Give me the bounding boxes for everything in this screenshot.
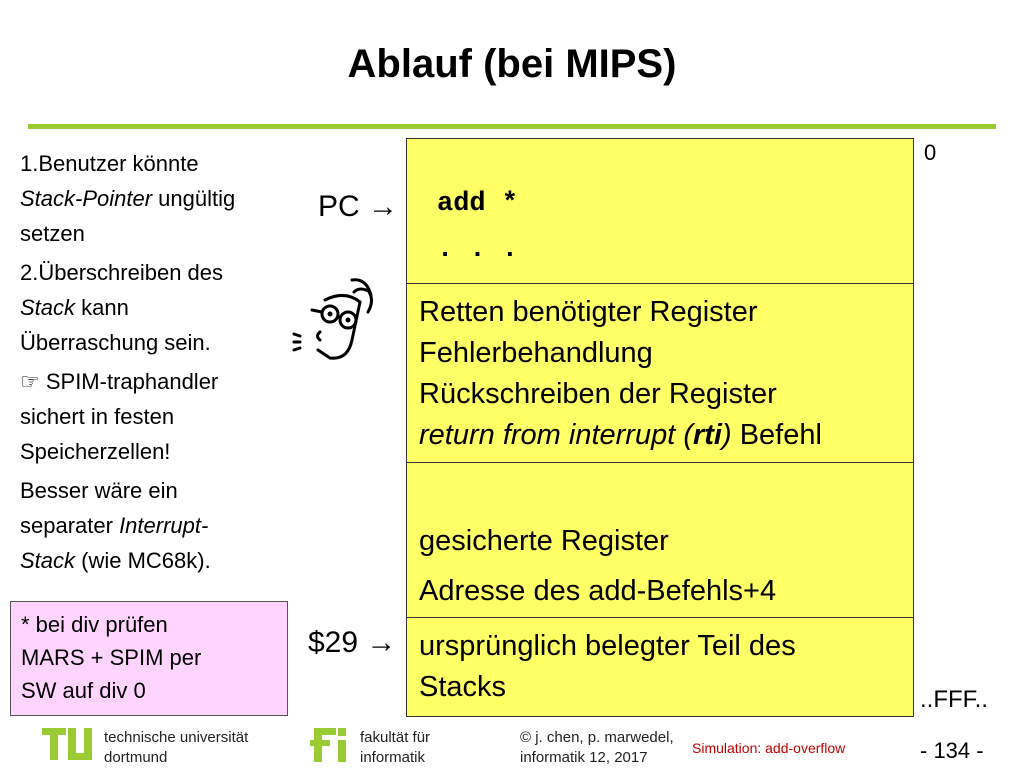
point-1: 1.Benutzer könnte Stack-Pointer ungültig… (20, 151, 236, 246)
copyright: © j. chen, p. marwedel, informatik 12, 2… (520, 729, 674, 766)
point-2: 2.Überschreiben des Stack kann Überrasch… (20, 260, 224, 355)
code-box: add * . . . (406, 138, 914, 284)
handler-box: Retten benötigter Register Fehlerbehandl… (406, 283, 914, 463)
pointing-hand-icon: ☞ (20, 369, 40, 394)
page-number: - 134 - (920, 738, 984, 763)
pc-label: PC → (318, 190, 399, 223)
address-bottom: ..FFF.. (920, 686, 988, 713)
point-4: Besser wäre ein separater Interrupt- Sta… (20, 478, 211, 573)
tu-logo-icon (42, 728, 92, 760)
university-name: technische universität dortmund (104, 729, 249, 766)
left-text-column: 1.Benutzer könnte Stack-Pointer ungültig… (20, 146, 300, 578)
address-top: 0 (924, 140, 937, 165)
original-stack-box: ursprünglich belegter Teil des Stacks (406, 617, 914, 717)
cartoon-face-icon (292, 278, 373, 360)
arrow-right-icon: → (368, 190, 399, 223)
saved-stack-box: gesicherte Register Adresse des add-Befe… (406, 462, 914, 618)
page-title: Ablauf (bei MIPS) (347, 42, 677, 86)
arrow-right-icon: → (366, 626, 397, 659)
title-divider (28, 124, 996, 129)
point-3: ☞ SPIM-traphandler sichert in festen Spe… (20, 369, 219, 464)
simulation-link[interactable]: Simulation: add-overflow (692, 740, 846, 756)
faculty-name: fakultät für informatik (360, 729, 431, 766)
sp-label: $29 → (308, 626, 397, 659)
note-box: * bei div prüfen MARS + SPIM per SW auf … (10, 601, 288, 716)
fi-logo-icon (310, 728, 346, 762)
